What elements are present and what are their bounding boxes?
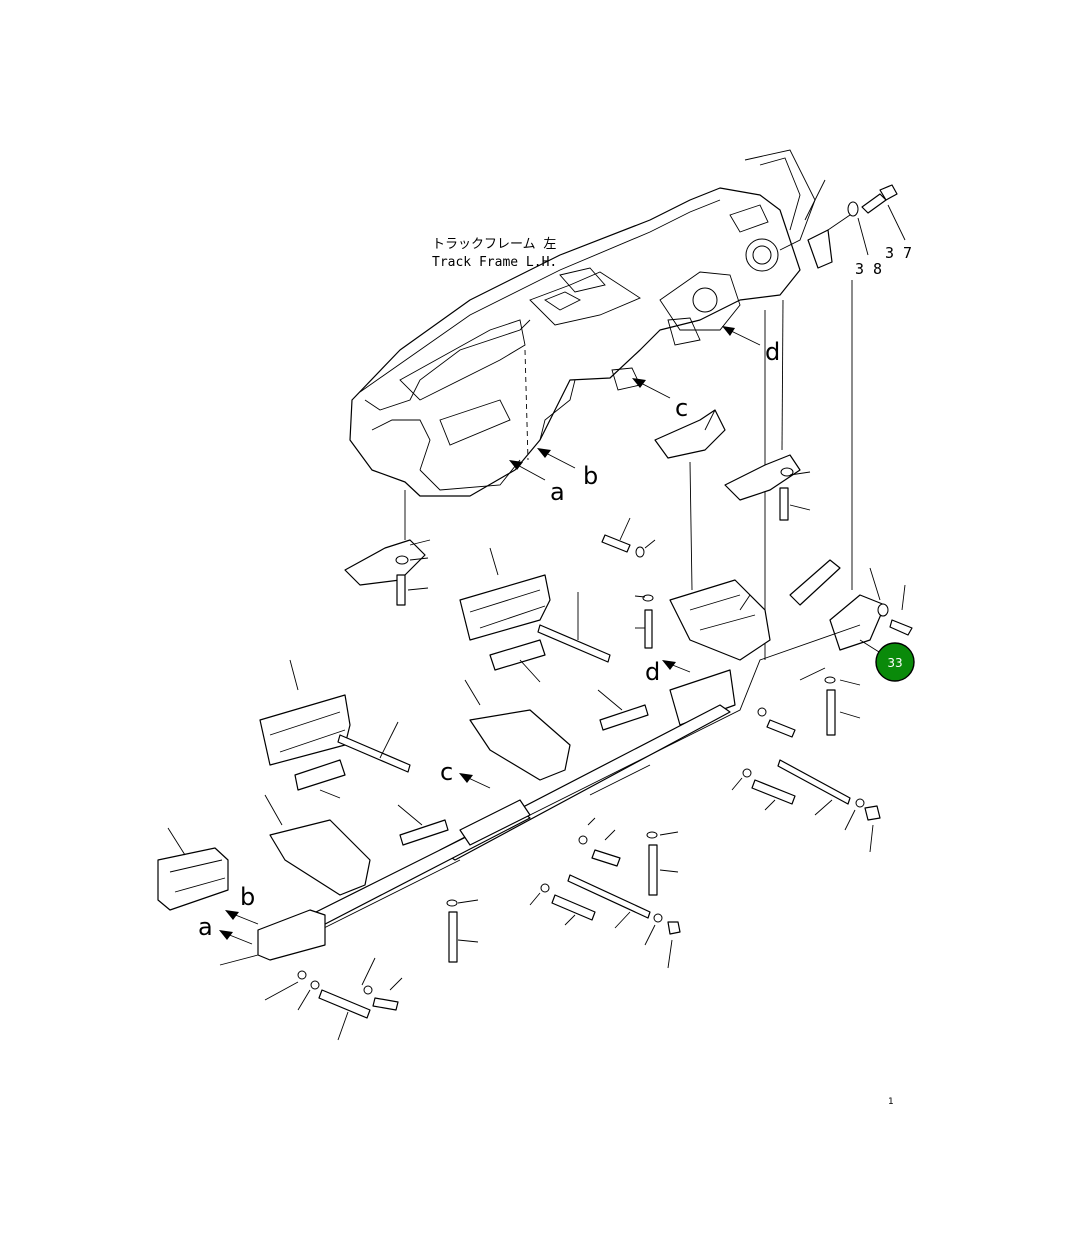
label-37: 3 7 [885, 244, 912, 262]
guard-assembly-b [264, 794, 371, 896]
wear-plate-2 [399, 819, 449, 846]
pin-lower [337, 734, 411, 773]
arrow-b-lower [225, 910, 259, 925]
guard-assembly-lower [259, 659, 351, 766]
hardware-lower-left [264, 957, 403, 1041]
guard-assembly-upper [459, 547, 551, 641]
page-number: 1 [888, 1097, 894, 1107]
arrow-c-frame [632, 378, 671, 399]
label-38: 3 8 [855, 260, 882, 278]
letter-c-frame: c [675, 394, 688, 422]
arrow-d-center [662, 660, 691, 673]
pin-upper [537, 624, 611, 663]
letter-c-center: c [440, 758, 453, 786]
letter-b-lower: b [240, 883, 255, 911]
bracket-left-1 [344, 539, 431, 606]
guard-plate-d [669, 669, 736, 726]
guard-bracket-right [829, 594, 886, 651]
guard-block-lower [294, 759, 346, 791]
title-en: Track Frame L.H. [432, 255, 557, 270]
callout-33-label: 33 [887, 656, 902, 670]
guard-assembly-d [669, 579, 771, 661]
letter-a-lower: a [198, 913, 213, 941]
bolt-cluster-mid [601, 517, 656, 649]
hardware-right-mid [731, 707, 881, 853]
hardware-lower-mid [529, 874, 681, 969]
end-plate [219, 909, 326, 966]
letter-b-frame: b [583, 462, 598, 490]
guard-plate-c [459, 799, 531, 846]
wear-plate-1 [599, 704, 649, 731]
title-jp: トラックフレーム 左 [432, 237, 556, 252]
letter-a-frame: a [550, 478, 565, 506]
arrow-a-frame [509, 460, 546, 481]
guard-block-upper [489, 639, 546, 671]
arrow-b-frame [537, 448, 576, 469]
wear-plate-right [789, 559, 841, 606]
washer-38 [847, 201, 869, 256]
arrow-c-center [459, 773, 491, 789]
arrow-a-lower [219, 930, 253, 945]
track-frame-body [349, 149, 816, 497]
vertical-bolts [446, 676, 861, 963]
arrow-d-frame [722, 326, 761, 346]
bolt-37 [861, 184, 906, 241]
bracket-upper-2 [724, 454, 811, 521]
callout-33[interactable]: 33 [859, 639, 915, 682]
end-cover [157, 827, 229, 911]
guard-assembly-c [464, 679, 571, 781]
letter-d-frame: d [765, 338, 780, 366]
letter-d-center: d [645, 658, 660, 686]
bracket-upper-1 [654, 409, 726, 459]
